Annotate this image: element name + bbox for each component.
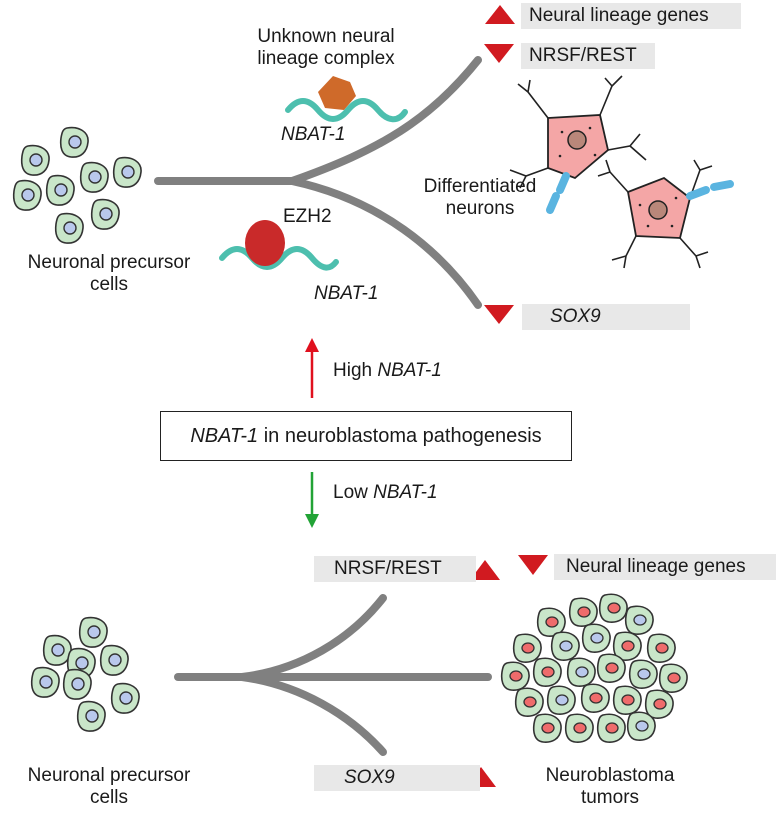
tumor-label-line1: Neuroblastoma [545, 765, 675, 786]
down-triangle-neural-genes-bottom [518, 555, 548, 575]
up-arrow-high [305, 338, 319, 398]
low-gene: NBAT-1 [373, 482, 438, 503]
precursor-label-bottom: Neuronal precursor cells [2, 765, 216, 809]
sox9-bottom: SOX9 [314, 765, 480, 791]
ezh2-on-rna [219, 220, 339, 271]
down-arrow-low [305, 472, 319, 528]
precursor-label-top: Neuronal precursor cells [2, 252, 216, 296]
neuron-2 [597, 159, 734, 269]
high-gene: NBAT-1 [377, 360, 442, 381]
tumor-label: Neuroblastoma tumors [520, 765, 700, 809]
precursor-cells-bottom [30, 616, 140, 732]
up-triangle-neural-genes [485, 5, 515, 24]
complex-label-line2: lineage complex [257, 48, 395, 69]
unknown-complex-on-rna [285, 76, 408, 123]
branch-bottom [174, 594, 492, 756]
high-prefix: High [333, 360, 378, 381]
precursor-label-top-line2: cells [89, 274, 128, 295]
precursor-label-top-line1: Neuronal precursor [27, 252, 191, 273]
sox9-top: SOX9 [522, 304, 690, 330]
neural-lineage-genes-top: Neural lineage genes [521, 3, 741, 29]
up-triangle-nrsf-bottom [470, 560, 500, 580]
differentiated-line1: Differentiated [423, 176, 537, 197]
nbat-label-upper: NBAT-1 [281, 124, 346, 145]
branch-top [154, 56, 482, 309]
precursor-label-bottom-line2: cells [89, 787, 128, 808]
complex-label-line1: Unknown neural [257, 26, 395, 47]
precursor-label-bottom-line1: Neuronal precursor [27, 765, 191, 786]
tumor-label-line2: tumors [580, 787, 640, 808]
central-box: NBAT-1 in neuroblastoma pathogenesis [160, 411, 572, 461]
nbat-label-lower: NBAT-1 [314, 283, 379, 304]
down-triangle-nrsf [484, 44, 514, 63]
central-gene: NBAT-1 [190, 424, 259, 447]
low-prefix: Low [333, 482, 374, 503]
differentiated-line2: neurons [445, 198, 515, 219]
differentiated-neurons-label: Differentiated neurons [405, 176, 555, 220]
complex-label: Unknown neural lineage complex [236, 26, 416, 70]
ezh2-label: EZH2 [283, 206, 332, 227]
nrsf-rest-top: NRSF/REST [521, 43, 655, 69]
central-text: in neuroblastoma pathogenesis [258, 424, 542, 447]
neural-lineage-genes-bottom: Neural lineage genes [554, 554, 776, 580]
high-nbat-label: High NBAT-1 [333, 360, 442, 382]
neuron-1 [509, 75, 647, 214]
precursor-cells-top [12, 126, 142, 244]
nrsf-rest-bottom: NRSF/REST [314, 556, 476, 582]
low-nbat-label: Low NBAT-1 [333, 482, 438, 504]
tumor-cluster [500, 593, 688, 743]
down-triangle-sox9 [484, 305, 514, 324]
